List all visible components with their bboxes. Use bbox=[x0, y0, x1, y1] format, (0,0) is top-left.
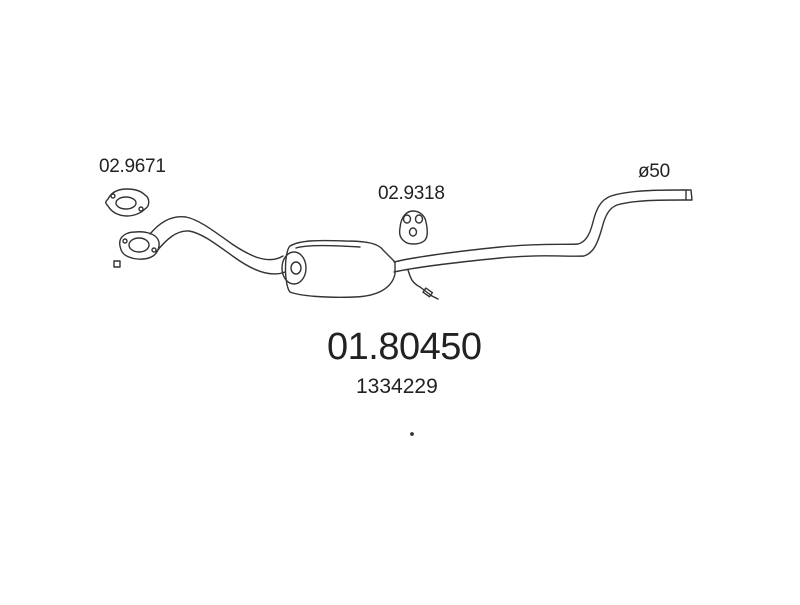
hanger-bracket bbox=[407, 269, 439, 300]
gasket-part-number: 02.9671 bbox=[99, 156, 166, 177]
hanger-part-number: 02.9318 bbox=[378, 183, 445, 204]
reference-marker bbox=[113, 260, 121, 268]
pipe-flange bbox=[119, 231, 160, 260]
oem-number: 1334229 bbox=[356, 375, 438, 398]
rubber-hanger bbox=[398, 210, 429, 245]
middle-muffler bbox=[281, 239, 396, 298]
flange-gasket bbox=[105, 188, 150, 217]
dot-mark bbox=[410, 432, 414, 436]
pipe-diameter-label: ø50 bbox=[638, 161, 670, 182]
main-part-number: 01.80450 bbox=[327, 326, 482, 368]
